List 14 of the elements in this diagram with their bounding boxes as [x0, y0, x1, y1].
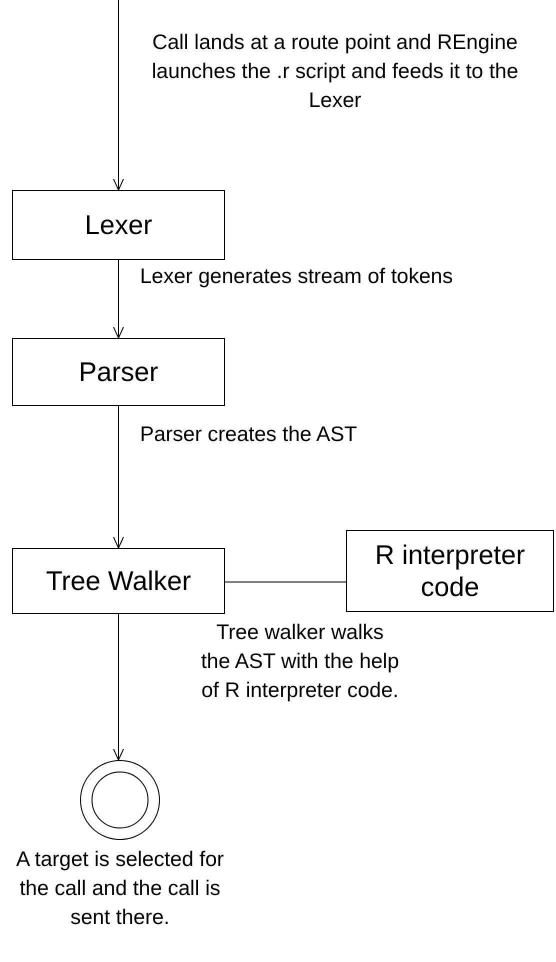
arrow: [113, 406, 124, 548]
final-state-circle: [80, 760, 160, 840]
process-box: Lexer: [12, 190, 225, 260]
process-box: Parser: [12, 338, 225, 406]
node-caption: A target is selected for the call and the call is sent there.: [15, 847, 225, 931]
edge-label: Lexer generates stream of tokens: [140, 264, 454, 290]
arrow: [113, 614, 124, 760]
edge-label: Call lands at a route point and REngine launches the .r script and feeds it to the Lexer: [150, 30, 520, 114]
edge-label: Tree walker walks the AST with the help of R interpreter code.: [200, 620, 400, 704]
arrow: [113, 260, 124, 338]
process-box: Tree Walker: [12, 548, 225, 614]
process-box: R interpreter code: [346, 530, 554, 612]
arrow: [113, 0, 124, 190]
edge-label: Parser creates the AST: [140, 422, 358, 448]
